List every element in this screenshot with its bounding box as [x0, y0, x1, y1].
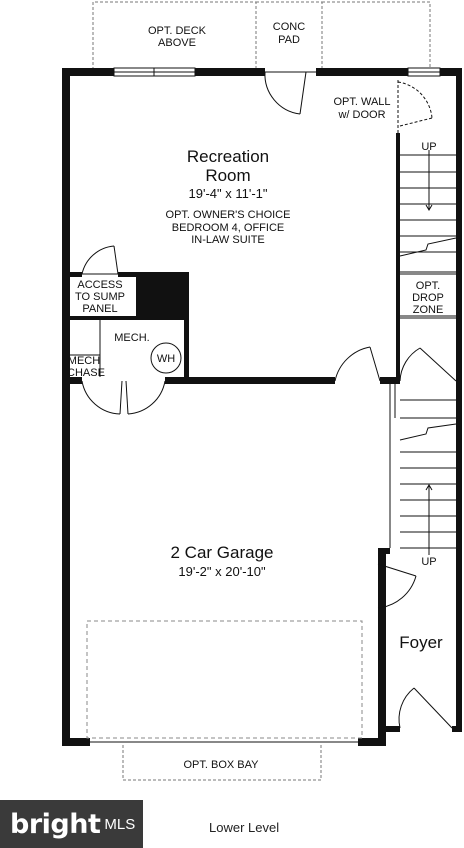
watermark-brand: bright [10, 808, 101, 840]
opt-deck-outline [92, 1, 431, 70]
deck-label-1: OPT. DECK [148, 25, 207, 37]
sump-label-1: ACCESS [77, 279, 122, 291]
garage-title: 2 Car Garage [171, 543, 274, 562]
lower-stair [399, 423, 457, 555]
stair-up-top: UP [421, 141, 436, 153]
garage-dashed-outline [86, 620, 363, 739]
water-heater-icon [150, 342, 182, 374]
mech-chase-label-2: CHASE [67, 367, 105, 379]
recreation-option-3: IN-LAW SUITE [191, 234, 265, 246]
recreation-option-1: OPT. OWNER'S CHOICE [166, 209, 291, 221]
recreation-size: 19'-4" x 11'-1" [189, 186, 268, 201]
recreation-option-2: BEDROOM 4, OFFICE [172, 222, 284, 234]
conc-pad-label-2: PAD [278, 34, 300, 46]
deck-label-2: ABOVE [158, 37, 196, 49]
mech-chase-label-1: MECH [68, 355, 100, 367]
upper-stair [399, 150, 457, 257]
exterior-walls [62, 68, 462, 746]
opt-wall-label-1: OPT. WALL [333, 96, 390, 108]
mech-label: MECH. [114, 332, 149, 344]
sump-label-2: TO SUMP [75, 291, 125, 303]
conc-pad-label-1: CONC [273, 21, 305, 33]
box-bay-label: OPT. BOX BAY [184, 759, 260, 771]
recreation-title-2: Room [205, 166, 250, 185]
level-caption: Lower Level [209, 820, 280, 835]
windows [113, 67, 441, 77]
box-bay-outline [122, 745, 322, 781]
interior-walls [62, 133, 400, 384]
opt-wall-label-2: w/ DOOR [337, 109, 385, 121]
wh-label: WH [157, 353, 175, 365]
garage-size: 19'-2" x 20'-10" [178, 564, 266, 579]
drop-zone-label-2: DROP [412, 292, 444, 304]
recreation-title-1: Recreation [187, 147, 269, 166]
bright-mls-logo: bright MLS [0, 800, 143, 848]
drop-zone-label-3: ZONE [413, 304, 444, 316]
drop-zone-label-1: OPT. [416, 280, 440, 292]
thin-partitions [70, 271, 456, 548]
stair-up-bottom: UP [421, 556, 436, 568]
sump-label-3: PANEL [82, 303, 117, 315]
door-swings [81, 71, 457, 729]
foyer-title: Foyer [399, 633, 443, 652]
watermark-suffix: MLS [104, 815, 136, 833]
floor-plan: OPT. DECK ABOVE CONC PAD OPT. WALL w/ DO… [62, 1, 462, 781]
